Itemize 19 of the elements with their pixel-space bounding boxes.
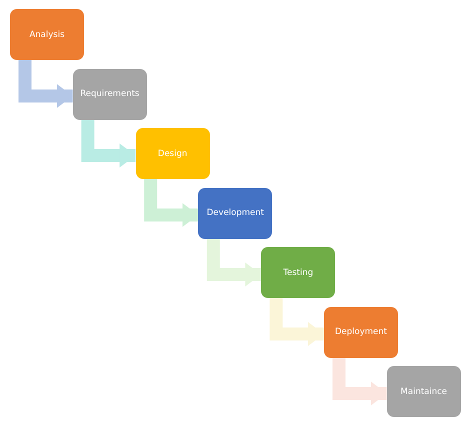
process-box xyxy=(72,68,147,120)
bent-arrow xyxy=(270,298,324,346)
bent-arrow xyxy=(332,358,387,406)
bent-arrow xyxy=(206,238,262,286)
process-box xyxy=(136,128,210,179)
step-label: Design xyxy=(156,148,188,158)
process-box xyxy=(386,366,461,417)
process-box xyxy=(198,188,272,238)
step-label: Deployment xyxy=(334,327,388,337)
process-box xyxy=(261,247,336,298)
process-box xyxy=(10,9,84,60)
step-label: Analysis xyxy=(28,30,66,40)
step-label: Development xyxy=(206,208,265,218)
step-label: Requirements xyxy=(79,89,140,99)
bent-arrow xyxy=(18,60,73,108)
bent-arrow xyxy=(144,179,198,227)
process-box xyxy=(324,306,398,358)
step-label: Testing xyxy=(282,268,314,278)
step-label: Maintaince xyxy=(400,386,448,396)
